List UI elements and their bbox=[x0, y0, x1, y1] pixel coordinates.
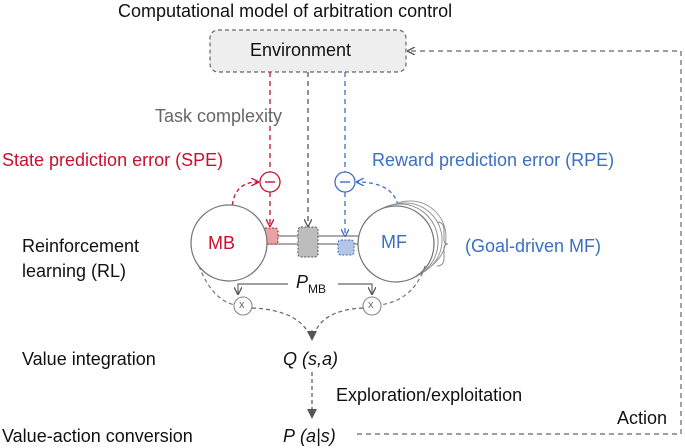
rpe-feedback-arc bbox=[357, 182, 399, 206]
pmb-sub: MB bbox=[308, 282, 327, 296]
spe-feedback-arc bbox=[231, 182, 258, 213]
p-expression: P (a|s) bbox=[283, 427, 336, 445]
mb-label: MB bbox=[208, 233, 235, 253]
task-complexity-label: Task complexity bbox=[155, 106, 283, 126]
environment-label: Environment bbox=[250, 40, 352, 60]
pmb-label: PMB bbox=[296, 272, 326, 295]
goal-mf-brace bbox=[436, 221, 449, 267]
rpe-label: Reward prediction error (RPE) bbox=[372, 150, 615, 170]
action-label: Action bbox=[617, 408, 668, 428]
rpe-signal-box bbox=[337, 239, 355, 256]
diagram-title: Computational model of arbitration contr… bbox=[118, 1, 453, 21]
rl-label-line1: Reinforcement bbox=[22, 236, 140, 256]
q-expression: Q (s,a) bbox=[283, 350, 338, 368]
mf-circle bbox=[357, 205, 435, 283]
pmb-arrow-left bbox=[238, 283, 288, 294]
complexity-signal-box bbox=[297, 226, 319, 258]
value-integration-label: Value integration bbox=[22, 349, 156, 369]
q-args: (s,a) bbox=[302, 349, 339, 369]
action-loop-arrow bbox=[357, 51, 682, 435]
mf-multiply-node bbox=[362, 296, 382, 316]
mf-times-symbol: x bbox=[368, 299, 374, 311]
environment-box bbox=[209, 29, 407, 73]
mf-label: MF bbox=[381, 232, 407, 252]
mb-multiply-node bbox=[233, 296, 253, 316]
exploration-label: Exploration/exploitation bbox=[336, 385, 523, 405]
q-main: Q bbox=[283, 349, 298, 369]
mb-times-symbol: x bbox=[239, 299, 245, 311]
p-main: P bbox=[283, 426, 296, 446]
p-args: (a|s) bbox=[300, 426, 336, 446]
spe-label: State prediction error (SPE) bbox=[2, 150, 224, 170]
rl-label-line2: learning (RL) bbox=[22, 261, 127, 281]
pmb-main: P bbox=[296, 272, 309, 292]
value-action-label: Value-action conversion bbox=[2, 426, 193, 446]
pmb-arrow-right bbox=[338, 283, 372, 294]
goal-mf-label: (Goal-driven MF) bbox=[465, 236, 602, 256]
mb-circle bbox=[190, 204, 268, 282]
